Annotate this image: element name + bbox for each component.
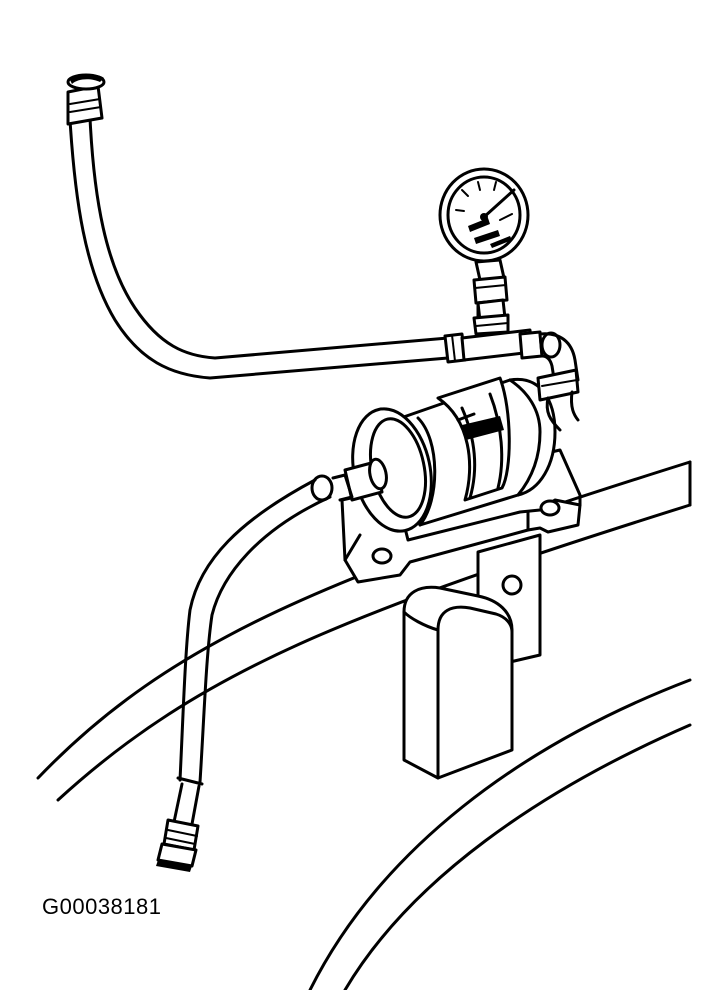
fuel-pressure-gauge-icon: [438, 167, 530, 336]
fuel-filter-icon: [351, 376, 557, 533]
vehicle-frame-icon: [36, 460, 692, 990]
fuel-hose-upper-icon: [66, 73, 450, 380]
fuel-hose-lower-icon: [156, 457, 388, 872]
figure-id-label: G00038181: [42, 894, 162, 919]
